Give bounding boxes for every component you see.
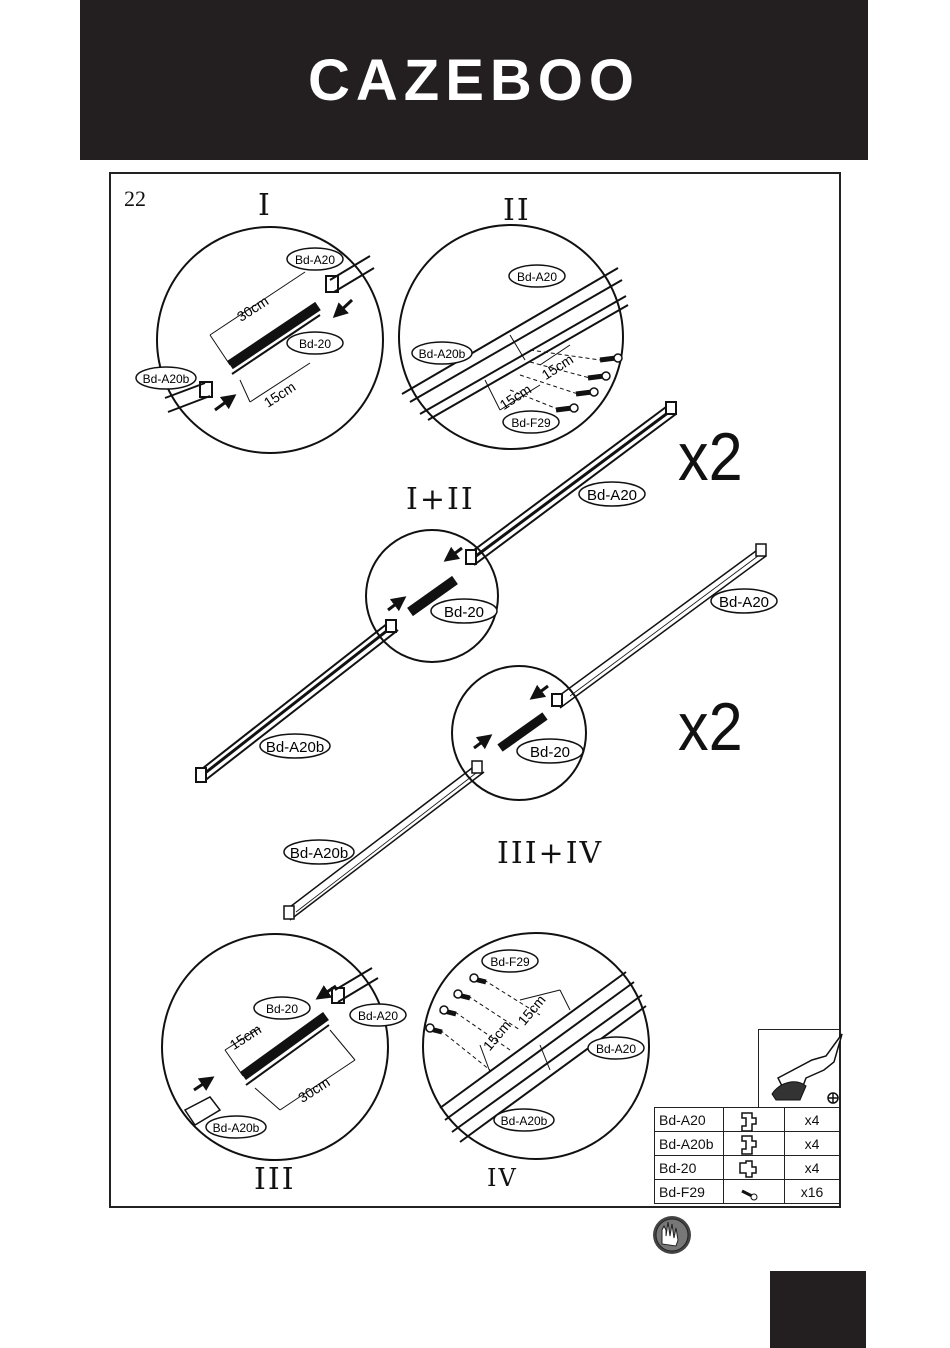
quantity-multiplier-bottom: x2 xyxy=(678,688,743,766)
svg-text:Bd-20: Bd-20 xyxy=(266,1002,298,1016)
callout-bd-a20b: Bd-A20b xyxy=(136,367,196,389)
rail-bd-a20-upper-light xyxy=(552,544,766,708)
arrow-icon xyxy=(474,736,490,748)
callout-bd-f29: Bd-F29 xyxy=(503,411,559,433)
screw-icon xyxy=(588,372,610,380)
stage-label-ii: II xyxy=(503,193,531,228)
gloves-icon xyxy=(653,1216,691,1254)
stage-label-iii-iv: III+IV xyxy=(497,836,603,871)
stage-label-iv: IV xyxy=(487,1164,518,1192)
table-row: Bd-A20 x4 xyxy=(655,1108,840,1132)
svg-text:Bd-A20: Bd-A20 xyxy=(587,487,637,504)
svg-text:Bd-A20b: Bd-A20b xyxy=(419,347,466,361)
arrow-icon xyxy=(318,986,336,998)
dim-label-15cm: 15cm xyxy=(497,381,534,413)
callout-bd-a20: Bd-A20 xyxy=(711,589,777,613)
svg-text:Bd-A20b: Bd-A20b xyxy=(290,845,348,862)
part-icon-cell xyxy=(724,1156,785,1180)
arrow-icon xyxy=(446,548,462,560)
screw-icon xyxy=(470,974,486,982)
stage-label-i-ii: I+II xyxy=(406,482,475,517)
screw-icon xyxy=(556,404,578,412)
arrow-icon xyxy=(532,686,548,698)
tool-box xyxy=(758,1029,841,1108)
arrow-icon xyxy=(215,396,234,410)
quantity-multiplier-top: x2 xyxy=(678,418,743,496)
dim-label-15cm: 15cm xyxy=(227,1021,264,1053)
dim-label-15cm: 15cm xyxy=(514,992,548,1029)
svg-text:Bd-A20: Bd-A20 xyxy=(719,594,769,611)
screw-icon xyxy=(426,1024,442,1032)
dim-label-30cm: 30cm xyxy=(295,1074,332,1106)
callout-bd-f29: Bd-F29 xyxy=(482,950,538,972)
stage-label-iii: III xyxy=(254,1162,296,1197)
table-row: Bd-A20b x4 xyxy=(655,1132,840,1156)
detail-circle-iv: 15cm 15cm Bd-F29 Bd-A20 Bd-A20b xyxy=(423,933,649,1159)
callout-bd-a20: Bd-A20 xyxy=(509,265,565,287)
part-qty: x4 xyxy=(785,1156,840,1180)
dim-label-15cm: 15cm xyxy=(480,1017,514,1054)
svg-text:Bd-A20b: Bd-A20b xyxy=(143,372,190,386)
callout-bd-a20: Bd-A20 xyxy=(588,1037,644,1059)
callout-bd-a20b: Bd-A20b xyxy=(412,342,472,364)
svg-text:Bd-F29: Bd-F29 xyxy=(511,416,551,430)
part-code: Bd-A20b xyxy=(655,1132,724,1156)
callout-bd-a20: Bd-A20 xyxy=(287,248,343,270)
svg-text:Bd-A20: Bd-A20 xyxy=(596,1042,636,1056)
rail-bd-a20-upper xyxy=(466,402,676,565)
dim-label-15cm: 15cm xyxy=(539,351,576,383)
callout-bd-a20: Bd-A20 xyxy=(350,1004,406,1026)
svg-text:Bd-A20: Bd-A20 xyxy=(295,253,335,267)
callout-bd-20: Bd-20 xyxy=(287,332,343,354)
table-row: Bd-20 x4 xyxy=(655,1156,840,1180)
detail-circle-i: 30cm 15cm Bd-A20 Bd-20 Bd-A20b xyxy=(136,227,383,453)
svg-text:Bd-A20: Bd-A20 xyxy=(358,1009,398,1023)
svg-text:Bd-A20b: Bd-A20b xyxy=(213,1121,260,1135)
assembly-i-ii: Bd-20 Bd-A20 Bd-A20b xyxy=(196,402,676,782)
page-corner-block xyxy=(770,1271,866,1348)
screw-icon xyxy=(600,354,622,362)
callout-bd-a20b: Bd-A20b xyxy=(206,1116,266,1138)
svg-text:Bd-A20b: Bd-A20b xyxy=(501,1114,548,1128)
screw-icon xyxy=(440,1006,456,1014)
part-qty: x16 xyxy=(785,1180,840,1204)
dim-label-30cm: 30cm xyxy=(234,293,271,325)
svg-text:Bd-20: Bd-20 xyxy=(299,337,331,351)
table-row: Bd-F29 x16 xyxy=(655,1180,840,1204)
part-icon-cell xyxy=(724,1132,785,1156)
detail-circle-iii: 15cm 30cm Bd-20 Bd-A20 Bd-A20b xyxy=(162,934,406,1160)
callout-bd-a20b: Bd-A20b xyxy=(284,840,354,864)
part-code: Bd-20 xyxy=(655,1156,724,1180)
part-code: Bd-A20 xyxy=(655,1108,724,1132)
parts-table: Bd-A20 x4 Bd-A20b x4 Bd-20 x4 Bd-F29 x16 xyxy=(654,1107,840,1204)
callout-bd-a20: Bd-A20 xyxy=(579,482,645,506)
part-icon-cell xyxy=(724,1108,785,1132)
stage-label-i: I xyxy=(258,188,272,223)
callout-bd-20: Bd-20 xyxy=(431,599,497,623)
callout-bd-20: Bd-20 xyxy=(517,739,583,763)
part-qty: x4 xyxy=(785,1132,840,1156)
svg-text:Bd-A20b: Bd-A20b xyxy=(266,739,324,756)
svg-text:Bd-20: Bd-20 xyxy=(530,744,570,761)
detail-circle-ii: 15cm 15cm Bd-A20 Bd-A20b Bd-F29 xyxy=(399,225,628,449)
part-icon-cell xyxy=(724,1180,785,1204)
screw-icon xyxy=(576,388,598,396)
svg-text:Bd-20: Bd-20 xyxy=(444,604,484,621)
arrow-icon xyxy=(388,598,404,610)
screw-icon xyxy=(454,990,470,998)
part-code: Bd-F29 xyxy=(655,1180,724,1204)
callout-bd-a20b: Bd-A20b xyxy=(494,1109,554,1131)
rail-end-right xyxy=(332,968,378,1003)
svg-text:Bd-F29: Bd-F29 xyxy=(490,955,530,969)
arrow-icon xyxy=(335,300,352,316)
callout-bd-20: Bd-20 xyxy=(254,997,310,1019)
arrow-icon xyxy=(194,1078,212,1090)
part-qty: x4 xyxy=(785,1108,840,1132)
callout-bd-a20b: Bd-A20b xyxy=(260,734,330,758)
svg-text:Bd-A20: Bd-A20 xyxy=(517,270,557,284)
